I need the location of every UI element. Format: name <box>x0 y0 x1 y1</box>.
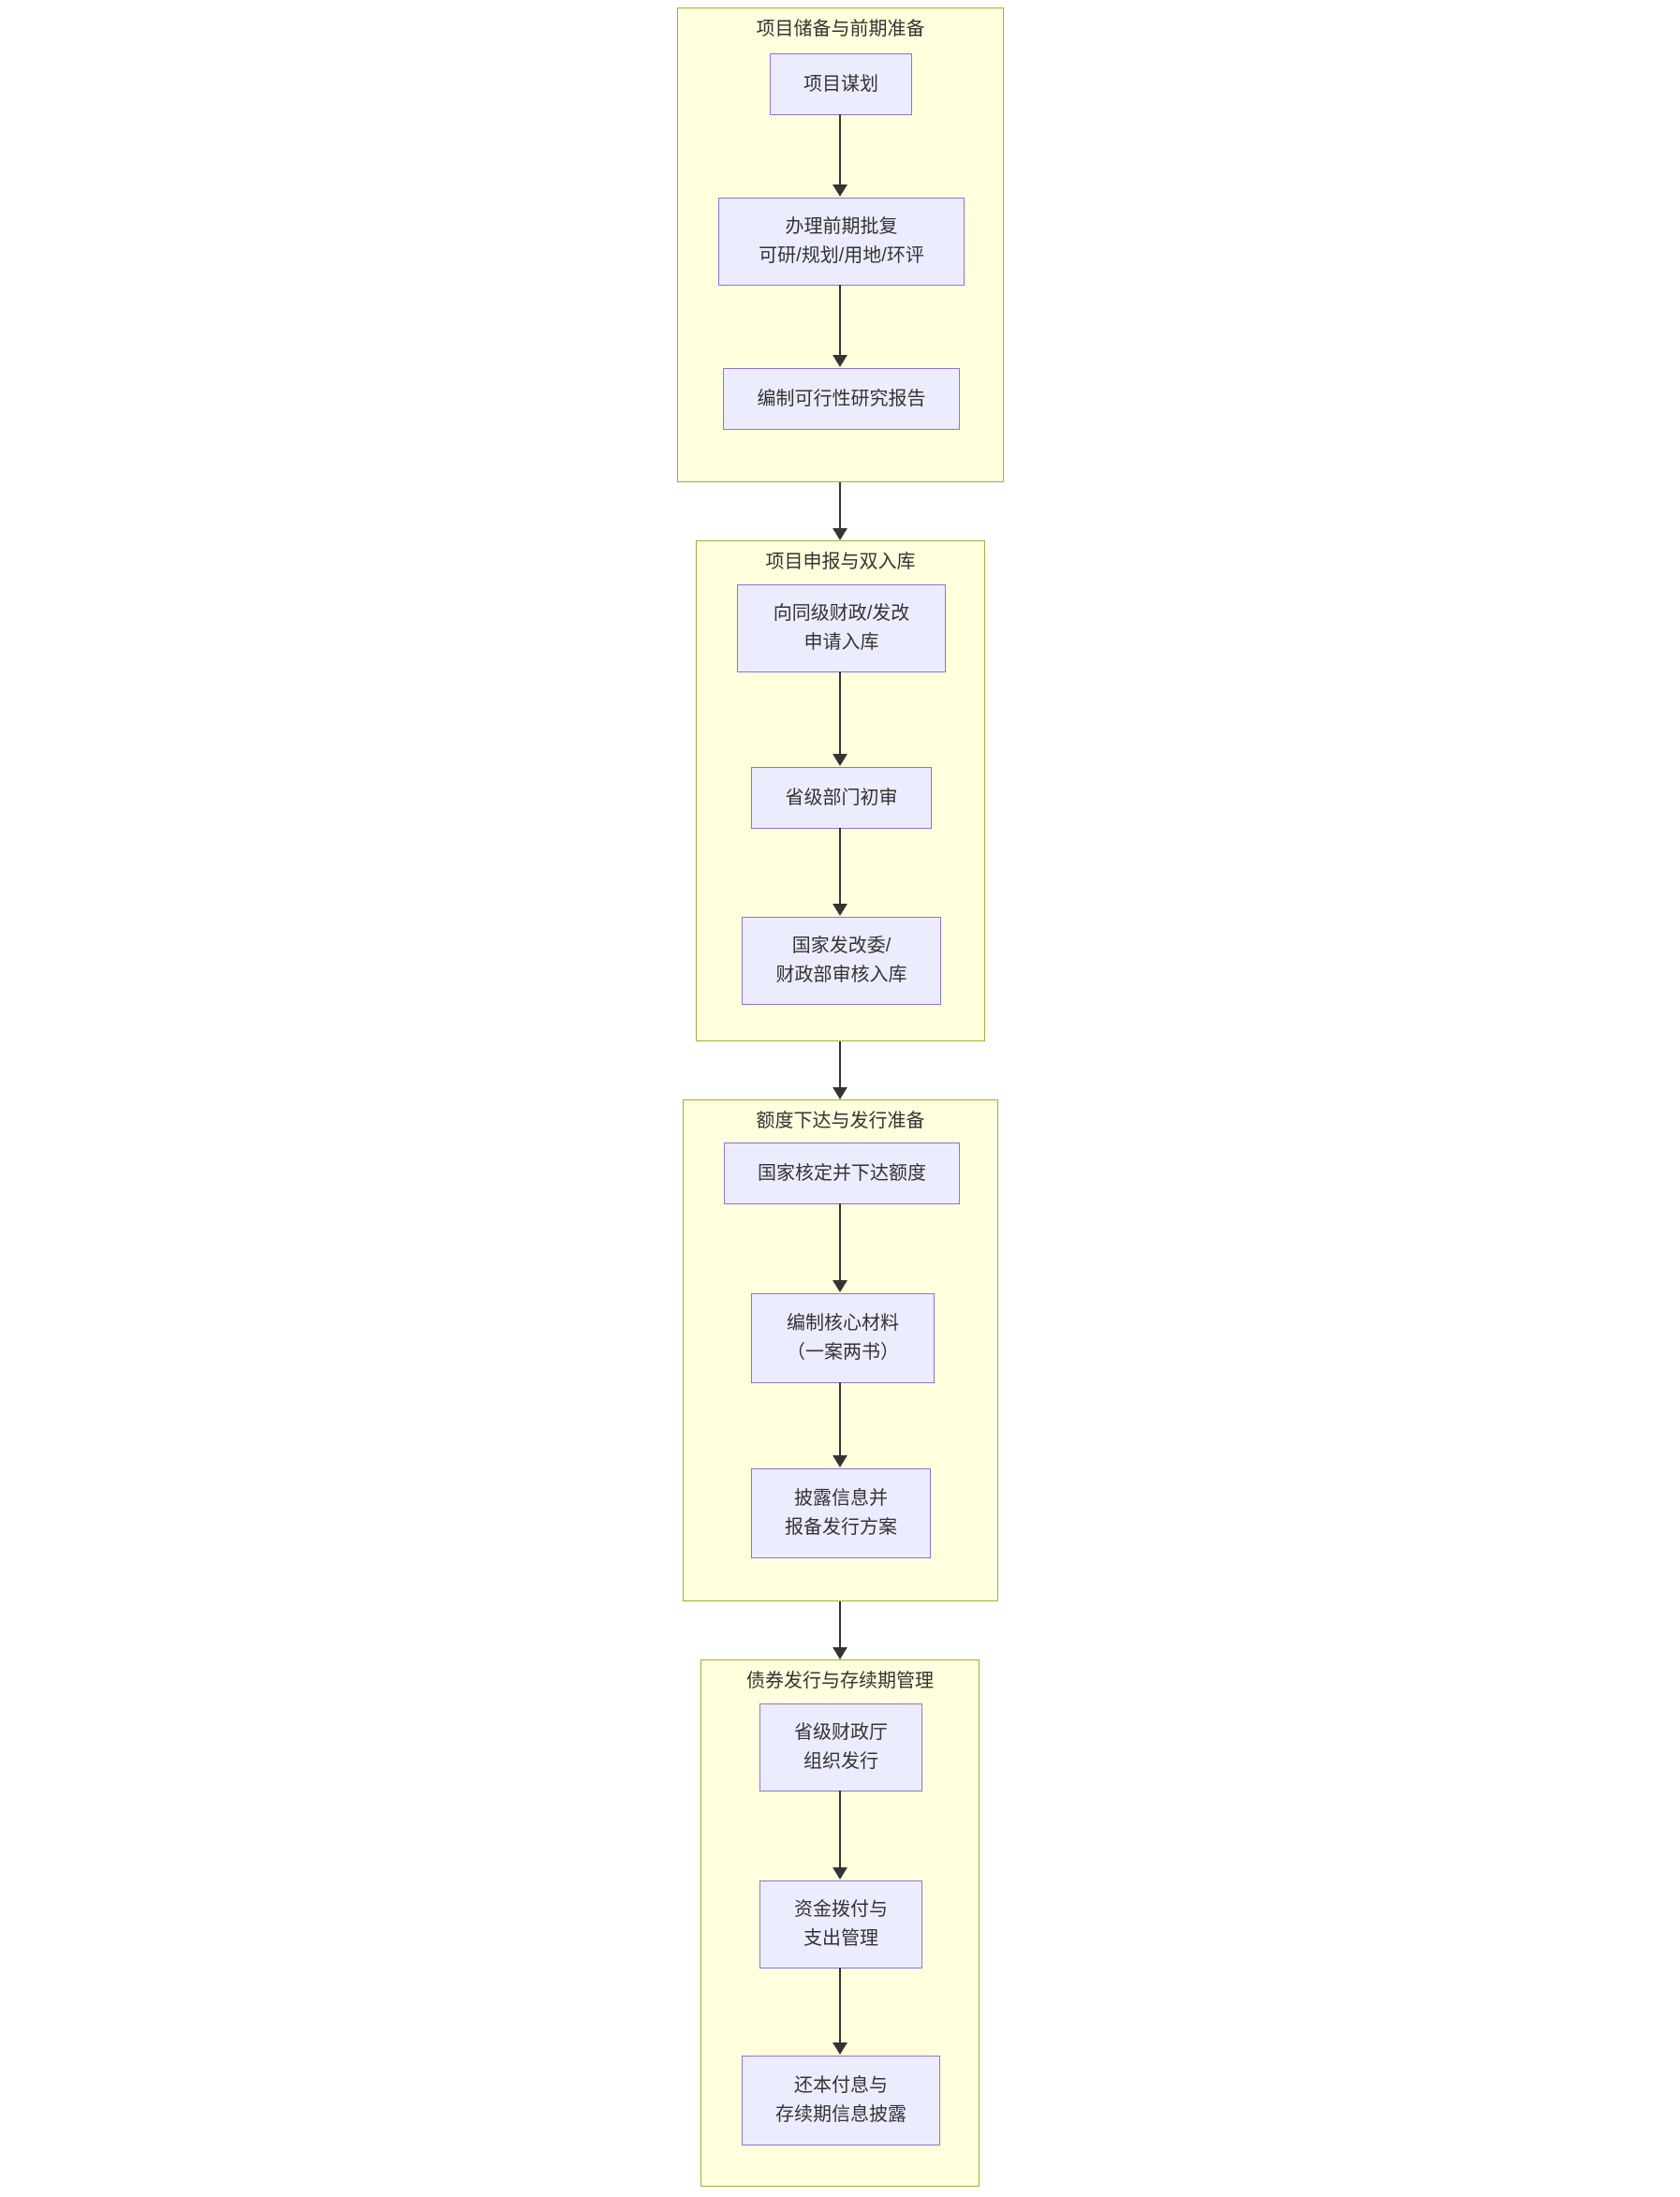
flow-arrow-cluster-1-to-2 <box>833 482 847 540</box>
arrowhead-icon <box>833 1087 847 1099</box>
cluster-title: 项目储备与前期准备 <box>756 19 925 39</box>
flow-arrow <box>833 828 847 916</box>
node-label: 还本付息与 <box>794 2075 888 2096</box>
arrowhead-icon <box>833 528 847 540</box>
node-label: 申请入库 <box>803 632 879 653</box>
node-label: 披露信息并 <box>794 1488 888 1509</box>
arrow-shaft <box>839 828 841 906</box>
flow-arrow <box>833 671 847 766</box>
arrowhead-icon <box>833 754 847 766</box>
flow-arrow <box>833 114 847 197</box>
flow-arrow <box>833 1203 847 1292</box>
arrowhead-icon <box>833 904 847 916</box>
cluster-title: 额度下达与发行准备 <box>756 1111 925 1131</box>
flow-arrow <box>833 285 847 367</box>
cluster-title: 债券发行与存续期管理 <box>746 1671 934 1691</box>
node-label: 可研/规划/用地/环评 <box>759 245 924 266</box>
node-label: 编制核心材料 <box>787 1313 899 1334</box>
node-core-materials: 编制核心材料 （一案两书） <box>751 1293 935 1383</box>
flow-arrow-cluster-3-to-4 <box>833 1601 847 1659</box>
node-label: 支出管理 <box>803 1928 878 1949</box>
node-label: 向同级财政/发改 <box>773 603 910 624</box>
arrow-shaft <box>839 114 841 186</box>
node-label: 组织发行 <box>803 1751 878 1772</box>
arrow-shaft <box>839 1601 841 1649</box>
node-national-quota-issued: 国家核定并下达额度 <box>724 1143 960 1204</box>
flow-arrow <box>833 1791 847 1880</box>
arrowhead-icon <box>833 1867 847 1880</box>
arrow-shaft <box>839 1382 841 1457</box>
node-label: 省级部门初审 <box>785 787 898 808</box>
cluster-title: 项目申报与双入库 <box>765 552 916 572</box>
node-label: 资金拨付与 <box>794 1899 888 1920</box>
node-preliminary-approvals: 办理前期批复 可研/规划/用地/环评 <box>718 198 965 286</box>
arrow-shaft <box>839 671 841 756</box>
node-provincial-initial-review: 省级部门初审 <box>751 767 932 829</box>
arrow-shaft <box>839 1968 841 2044</box>
node-label: 项目谋划 <box>803 73 878 95</box>
arrow-shaft <box>839 482 841 530</box>
arrowhead-icon <box>833 355 847 367</box>
arrowhead-icon <box>833 184 847 197</box>
node-label: 报备发行方案 <box>785 1517 897 1538</box>
node-apply-to-finance-ndrc: 向同级财政/发改 申请入库 <box>737 584 946 672</box>
arrow-shaft <box>839 1203 841 1282</box>
node-repayment-ongoing-disclosure: 还本付息与 存续期信息披露 <box>742 2056 940 2145</box>
node-project-planning: 项目谋划 <box>770 53 912 115</box>
node-feasibility-study-report: 编制可行性研究报告 <box>723 368 960 430</box>
node-disclosure-filing: 披露信息并 报备发行方案 <box>751 1468 931 1558</box>
arrowhead-icon <box>833 2042 847 2055</box>
cluster-project-application-storage: 项目申报与双入库 向同级财政/发改 申请入库 省级部门初审 国家发改委/ 财政部… <box>696 540 985 1041</box>
flow-arrow <box>833 1968 847 2055</box>
node-label: 省级财政厅 <box>794 1722 888 1743</box>
arrow-shaft <box>839 1041 841 1089</box>
node-label: （一案两书） <box>787 1342 899 1363</box>
flow-arrow <box>833 1382 847 1467</box>
node-label: 财政部审核入库 <box>775 965 907 985</box>
arrowhead-icon <box>833 1647 847 1659</box>
node-label: 存续期信息披露 <box>775 2104 906 2125</box>
arrowhead-icon <box>833 1455 847 1467</box>
flow-arrow-cluster-2-to-3 <box>833 1041 847 1099</box>
arrow-shaft <box>839 285 841 357</box>
node-label: 编制可行性研究报告 <box>757 388 926 409</box>
node-national-review-storage: 国家发改委/ 财政部审核入库 <box>742 917 941 1005</box>
node-label: 国家核定并下达额度 <box>758 1162 926 1184</box>
cluster-bond-issuance-management: 债券发行与存续期管理 省级财政厅 组织发行 资金拨付与 支出管理 还本付息与 存… <box>700 1659 980 2187</box>
node-label: 办理前期批复 <box>785 216 898 237</box>
node-provincial-organized-issuance: 省级财政厅 组织发行 <box>759 1703 922 1792</box>
arrowhead-icon <box>833 1280 847 1292</box>
node-label: 国家发改委/ <box>791 936 892 956</box>
cluster-project-reserve-preparation: 项目储备与前期准备 项目谋划 办理前期批复 可研/规划/用地/环评 编制可行性研… <box>677 7 1004 482</box>
node-fund-allocation-expenditure: 资金拨付与 支出管理 <box>759 1880 922 1968</box>
arrow-shaft <box>839 1791 841 1869</box>
cluster-quota-issuance-preparation: 额度下达与发行准备 国家核定并下达额度 编制核心材料 （一案两书） 披露信息并 … <box>683 1099 998 1601</box>
